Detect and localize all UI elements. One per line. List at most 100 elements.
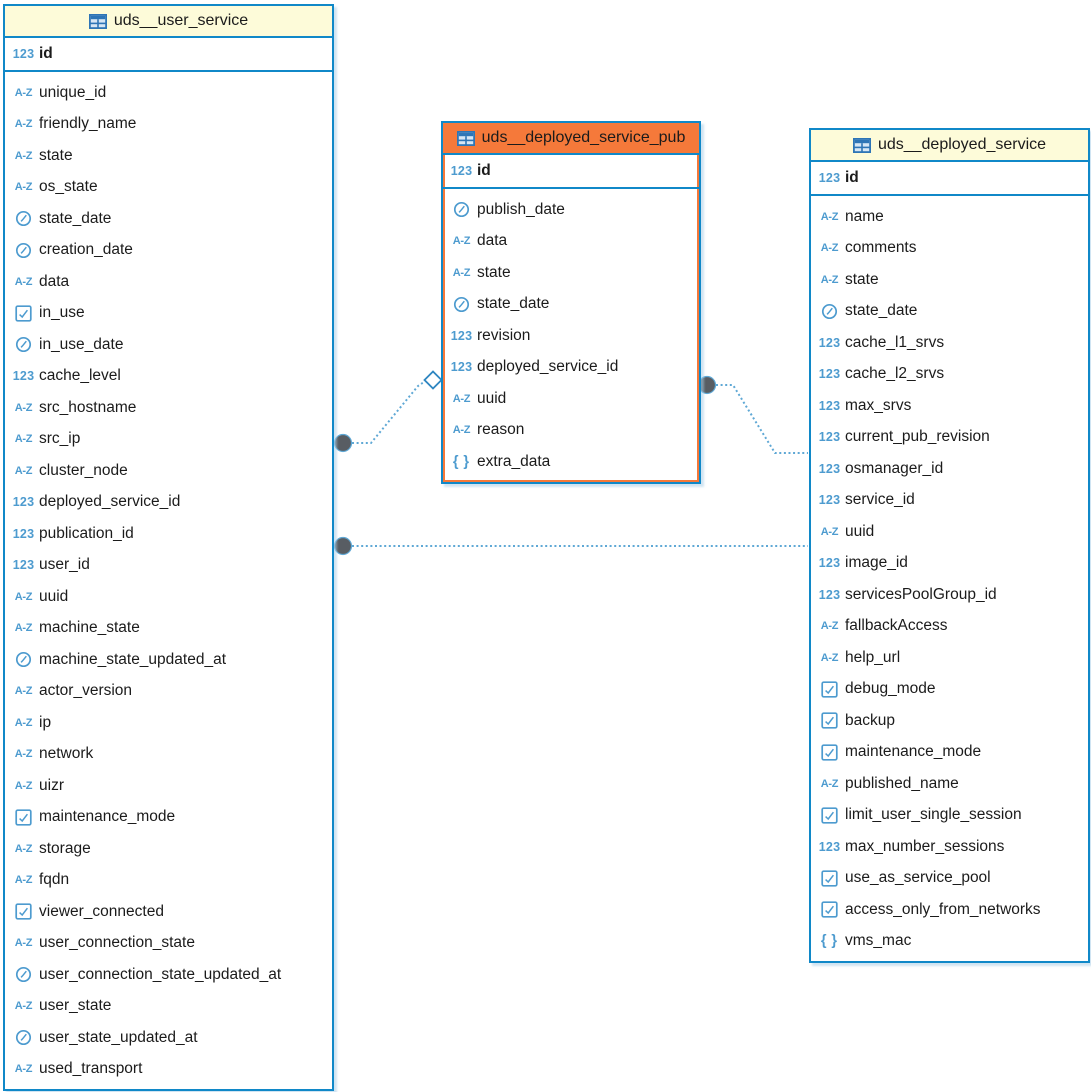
column-row-creation_date[interactable]: creation_date bbox=[5, 235, 332, 267]
column-row-viewer_connected[interactable]: viewer_connected bbox=[5, 896, 332, 928]
numeric-123-icon: 123 bbox=[818, 430, 841, 445]
column-row-user_connection_state_updated_at[interactable]: user_connection_state_updated_at bbox=[5, 959, 332, 991]
text-az-icon: A-Z bbox=[820, 273, 839, 286]
column-name: unique_id bbox=[39, 83, 107, 101]
column-row-access_only_from_networks[interactable]: access_only_from_networks bbox=[811, 894, 1088, 926]
text-az-icon: A-Z bbox=[14, 716, 33, 729]
column-name: user_connection_state_updated_at bbox=[39, 965, 282, 983]
numeric-123-icon: 123 bbox=[818, 587, 841, 602]
column-name: reason bbox=[477, 421, 525, 439]
column-name: limit_user_single_session bbox=[845, 806, 1022, 824]
relation-endpoint-circle-icon bbox=[333, 536, 353, 556]
text-az-icon: A-Z bbox=[14, 1000, 33, 1013]
column-row-limit_user_single_session[interactable]: limit_user_single_session bbox=[811, 800, 1088, 832]
column-name: uuid bbox=[845, 522, 875, 540]
column-name: uuid bbox=[39, 587, 69, 605]
column-row-extra_data[interactable]: { }extra_data bbox=[443, 446, 699, 478]
column-row-maintenance_mode[interactable]: maintenance_mode bbox=[811, 737, 1088, 769]
column-row-publish_date[interactable]: publish_date bbox=[443, 194, 699, 226]
column-name: friendly_name bbox=[39, 115, 137, 133]
column-row-state_date[interactable]: state_date bbox=[811, 296, 1088, 328]
column-name: use_as_service_pool bbox=[845, 869, 991, 887]
column-row-backup[interactable]: backup bbox=[811, 705, 1088, 737]
column-row-maintenance_mode[interactable]: maintenance_mode bbox=[5, 802, 332, 834]
relation-line-uds__deployed_service_pub--uds__deployed_service[interactable] bbox=[716, 384, 808, 454]
table-header[interactable]: uds__deployed_service bbox=[811, 130, 1088, 162]
table-header[interactable]: uds__deployed_service_pub bbox=[443, 123, 699, 155]
relation-endpoint-diamond-icon bbox=[423, 370, 443, 390]
column-row-debug_mode[interactable]: debug_mode bbox=[811, 674, 1088, 706]
column-row-state_date[interactable]: state_date bbox=[443, 289, 699, 321]
table-header[interactable]: uds__user_service bbox=[5, 6, 332, 38]
column-row-in_use_date[interactable]: in_use_date bbox=[5, 329, 332, 361]
column-name: cluster_node bbox=[39, 461, 128, 479]
text-az-icon: A-Z bbox=[14, 401, 33, 414]
text-az-icon: A-Z bbox=[820, 620, 839, 633]
checkbox-icon bbox=[816, 681, 843, 698]
column-row-vms_mac[interactable]: { }vms_mac bbox=[811, 926, 1088, 958]
text-az-icon: A-Z bbox=[14, 779, 33, 792]
column-row-state_date[interactable]: state_date bbox=[5, 203, 332, 235]
column-row-user_state_updated_at[interactable]: user_state_updated_at bbox=[5, 1022, 332, 1054]
column-row-in_use[interactable]: in_use bbox=[5, 298, 332, 330]
column-row-use_as_service_pool[interactable]: use_as_service_pool bbox=[811, 863, 1088, 895]
relation-line-uds__user_service--uds__deployed_service_pub[interactable] bbox=[352, 379, 428, 444]
clock-icon bbox=[816, 303, 843, 320]
column-row-machine_state_updated_at[interactable]: machine_state_updated_at bbox=[5, 644, 332, 676]
numeric-123-icon: 123 bbox=[818, 367, 841, 382]
